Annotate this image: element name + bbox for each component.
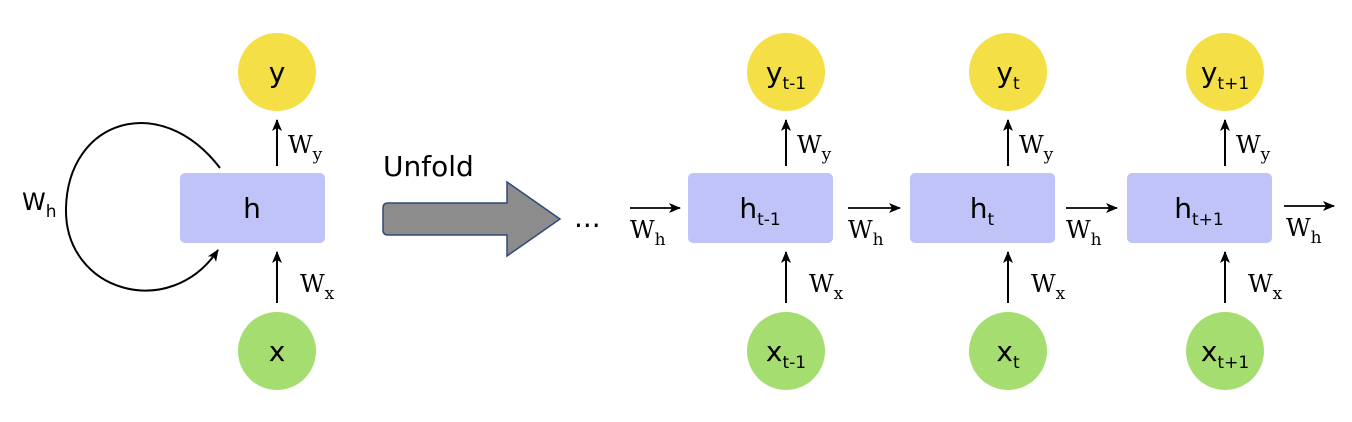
step-wy-label: Wy: [797, 131, 832, 165]
step-wh-label: Wh: [848, 216, 884, 250]
folded-input-node: [238, 312, 316, 390]
step-hidden-label: ht-1: [739, 192, 780, 230]
step-hidden-node: [688, 173, 833, 243]
unfolded-network: ... Wh yt-1 ht-1 xt-1 Wy: [574, 33, 1335, 390]
folded-network: y h x Wy Wx Wh: [22, 33, 335, 390]
step-input-label: xt+1: [1201, 335, 1249, 373]
step-hidden-node: [1127, 173, 1272, 243]
folded-hidden-node: [180, 173, 325, 243]
time-step: yt+1 ht+1 xt+1 Wy Wx Wh: [1127, 33, 1335, 390]
unfold-label: Unfold: [383, 150, 474, 183]
unfold-arrow: [382, 180, 562, 258]
folded-hidden-label: h: [243, 192, 261, 225]
step-input-label: xt-1: [766, 335, 806, 373]
step-input-node: [969, 312, 1047, 390]
step-wx-label: Wx: [1031, 270, 1066, 304]
step-hidden-label: ht: [970, 192, 995, 230]
leading-wh-label: Wh: [630, 216, 666, 250]
step-output-label: yt-1: [766, 56, 806, 94]
step-wx-label: Wx: [1248, 270, 1283, 304]
time-step: yt-1 ht-1 xt-1 Wy Wx Wh: [688, 33, 901, 390]
step-output-node: [747, 33, 825, 111]
step-wx-label: Wx: [809, 270, 844, 304]
ellipsis: ...: [574, 201, 601, 234]
folded-wh-label: Wh: [22, 188, 57, 222]
folded-input-label: x: [269, 335, 286, 368]
unfold-transition: Unfold: [382, 150, 562, 258]
step-output-label: yt+1: [1201, 56, 1249, 94]
step-output-node: [1186, 33, 1264, 111]
step-output-node: [969, 33, 1047, 111]
step-hidden-node: [910, 173, 1055, 243]
step-wy-label: Wy: [1236, 131, 1271, 165]
step-wy-label: Wy: [1019, 131, 1054, 165]
step-input-label: xt: [996, 335, 1020, 373]
step-wh-label: Wh: [1066, 216, 1102, 250]
folded-wx-label: Wx: [300, 270, 335, 304]
step-hidden-label: ht+1: [1174, 192, 1223, 230]
folded-output-label: y: [269, 56, 286, 89]
step-wh-label: Wh: [1286, 214, 1322, 248]
folded-wy-label: Wy: [288, 131, 323, 165]
folded-recurrent-loop: [64, 122, 221, 292]
step-input-node: [1186, 312, 1264, 390]
folded-output-node: [238, 33, 316, 111]
time-step: yt ht xt Wy Wx Wh: [910, 33, 1118, 390]
step-input-node: [747, 312, 825, 390]
step-output-label: yt: [996, 56, 1020, 94]
